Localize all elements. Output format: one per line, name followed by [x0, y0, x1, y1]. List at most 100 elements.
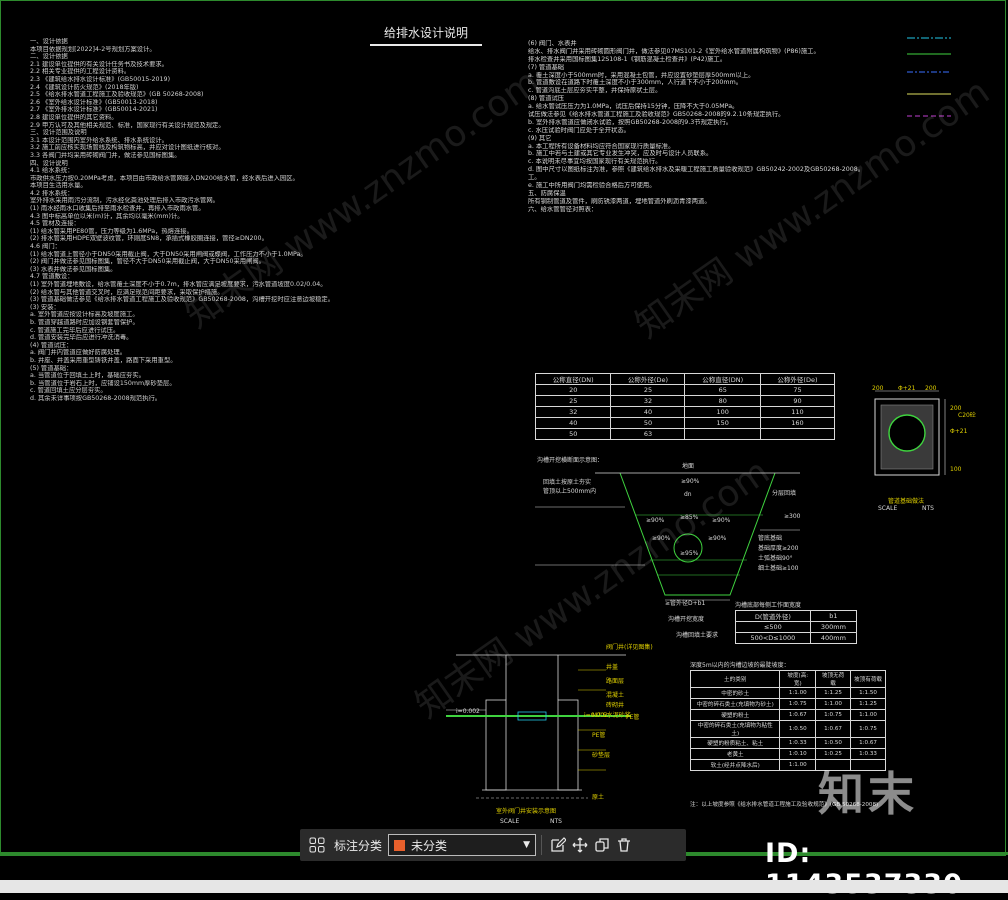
table-cell: 1:0.67 — [779, 709, 817, 721]
table-cell: 1:1.00 — [815, 698, 852, 710]
table-cell: 1:0.75 — [815, 709, 852, 721]
table-header-cell: 公称外径(De) — [610, 373, 686, 385]
note-line: 室外排水采用雨污分流制，污水经化粪池处理后排入市政污水管网。 — [30, 197, 219, 205]
note-line: c. 本说明未尽事宜均按国家现行有关规范执行。 — [528, 158, 662, 166]
note-line: 2.8 建设单位提供的其它资料。 — [30, 113, 118, 121]
note-line: (2) 排水管采用HDPE双壁波纹管，环刚度SN8，承插式橡胶圈连接，管径≥DN… — [30, 235, 268, 243]
trench-bottom: ≥管外径D+b1 — [665, 600, 706, 607]
note-line: 2.3 《建筑给水排水设计标准》(GB50015-2019) — [30, 75, 171, 83]
note-line: 四、设计说明 — [30, 159, 68, 167]
note-line: (7) 管道基础 — [528, 63, 565, 71]
table-cell: 32 — [534, 406, 612, 418]
section-label-pe2: PE管 — [592, 732, 606, 739]
trench-pct-e: ≥90% — [708, 535, 727, 542]
trench-base4: 细土基础≥100 — [758, 565, 799, 572]
trench-gt300: ≥300 — [784, 513, 801, 520]
trench-pct-c: ≥90% — [712, 517, 731, 524]
note-line: 3.3 各阀门井均采用砖砌阀门井，做法参见国标图集。 — [30, 151, 181, 159]
note-line: 3.1 本设计范围内室外给水系统、排水系统设计。 — [30, 136, 168, 144]
note-line: 一、设计依据 — [30, 38, 68, 45]
category-select[interactable]: 未分类 ▼ — [388, 834, 537, 856]
category-selected-value: 未分类 — [411, 838, 448, 853]
section-nts: NTS — [550, 818, 562, 825]
table-header-cell: 公称直径(DN) — [534, 373, 612, 385]
note-line: 2.1 建设单位提供的有关设计任务书及技术要求。 — [30, 60, 168, 68]
note-line: a. 给水管试压压力为1.0MPa，试压后保持15分钟，压降不大于0.05MPa… — [528, 103, 739, 111]
note-line: e. 施工中所用阀门均需检验合格后方可使用。 — [528, 182, 656, 190]
edit-icon[interactable] — [547, 834, 569, 856]
table-cell: 25 — [534, 395, 612, 407]
table-cell: 1:0.10 — [779, 748, 817, 760]
note-line: d. 其余未详事项按GB50268-2008规范执行。 — [30, 394, 162, 402]
note-line: b. 当管道位于岩石上时，应铺设150mm厚砂垫层。 — [30, 379, 176, 387]
note-line: c. 管道回填土应分层夯实。 — [30, 387, 107, 395]
note-line: (2) 给水管与其他管道交叉时，应满足规范间距要求，采取保护措施。 — [30, 288, 224, 296]
note-line: 三、设计范围及说明 — [30, 129, 87, 137]
note-line: 本项目依据规划[2022]4-2号规划方案设计。 — [30, 45, 156, 53]
table-cell: 500<D≤1000 — [735, 632, 811, 644]
note-line: 4.3 图中标高单位以米(m)计，其余均以毫米(mm)计。 — [30, 212, 184, 220]
table-header-cell: D(管道外径) — [735, 610, 811, 622]
note-line: (8) 管道试压 — [528, 95, 565, 103]
trench-base2: 基础厚度≥200 — [758, 545, 799, 552]
note-line: 4.1 给水系统： — [30, 167, 74, 175]
table-cell: 80 — [684, 395, 761, 407]
trench-pct-a: ≥90% — [681, 478, 700, 485]
section-label-4: 混凝土 — [606, 692, 625, 699]
note-line: (1) 给水管道上管径小于DN50采用截止阀，大于DN50采用闸阀或蝶阀，工作压… — [30, 250, 307, 258]
note-line: 2.9 甲方认可及其他相关规范、标准，国家现行有关设计规范及规定。 — [30, 121, 225, 129]
note-line: 六、给水管管径对照表： — [528, 205, 598, 213]
table-cell: 160 — [759, 417, 836, 429]
chevron-down-icon: ▼ — [523, 840, 531, 850]
note-line: 排水检查井采用国标图集12S108-1《钢筋混凝土检查井》(P42)施工。 — [528, 55, 727, 63]
table-cell: 1:0.33 — [779, 737, 817, 749]
trench-left2: 管顶以上500mm内 — [543, 488, 597, 495]
delete-icon[interactable] — [613, 834, 635, 856]
table-cell: 1:1.50 — [850, 687, 886, 699]
note-line: (2) 阀门井做法参见国标图集，管径不大于DN50采用截止阀，大于DN50采用闸… — [30, 258, 265, 266]
table-cell — [759, 428, 836, 440]
note-line: 本项目生活用水量。 — [30, 182, 87, 190]
note-line: 4.7 管道敷设： — [30, 273, 74, 281]
table-cell — [684, 428, 761, 440]
note-line: 所有钢制管道及管件，刷防锈漆两道，埋地管道外刷沥青漆两道。 — [528, 197, 711, 205]
table-cell: 1:1.00 — [779, 687, 817, 699]
note-line: c. 管道施工完毕后应进行试压。 — [30, 326, 120, 334]
copy-icon[interactable] — [591, 834, 613, 856]
trench-pct-95: ≥95% — [680, 550, 699, 557]
note-line: 4.5 管材及连接： — [30, 220, 80, 228]
trench-caption1: 沟槽开挖宽度 — [668, 616, 705, 623]
table-header-cell: 坡度(高:宽) — [779, 670, 817, 688]
move-icon[interactable] — [569, 834, 591, 856]
note-line: 4.2 排水系统： — [30, 189, 74, 197]
detail-c20-label: C20砼 — [958, 412, 976, 419]
note-line: (3) 安装： — [30, 303, 60, 311]
line-legend — [907, 37, 951, 117]
table-cell: 中密的碎石类土(充填物为砂土) — [689, 698, 781, 710]
table-cell: 32 — [610, 395, 686, 407]
trench-pct-d: ≥90% — [652, 535, 671, 542]
table-cell: 1:0.67 — [815, 720, 852, 738]
note-line: 2.7 《室外排水设计标准》(GB50014-2021) — [30, 106, 158, 114]
section-label-sand: 砂垫层 — [592, 752, 611, 759]
note-line: (1) 室外管道埋地敷设，给水管覆土深度不小于0.7m，排水管应满足坡度要求，污… — [30, 281, 327, 288]
table-cell: 90 — [759, 395, 836, 407]
note-line: (5) 管道基础： — [30, 364, 73, 372]
table-cell: 1:0.67 — [850, 737, 886, 749]
table-cell: 老黄土 — [689, 748, 781, 760]
note-line: (3) 管道基础做法参见《给水排水管道工程施工及验收规范》GB50268-200… — [30, 296, 335, 304]
table-cell: 硬塑的粉质粘土、粘土 — [689, 737, 781, 749]
note-line: (1) 给水管采用PE80管，压力等级为1.6MPa，热熔连接。 — [30, 227, 193, 235]
detail-dim-6: 100 — [950, 466, 962, 473]
table-header-cell: 坡顶有荷载 — [850, 670, 886, 688]
title-underline — [370, 44, 482, 46]
grid-icon[interactable] — [306, 834, 328, 856]
note-line: b. 井座、井盖采用重型铸铁井盖，路面下采用重型。 — [30, 356, 177, 364]
table-cell: 1:1.00 — [779, 759, 817, 771]
